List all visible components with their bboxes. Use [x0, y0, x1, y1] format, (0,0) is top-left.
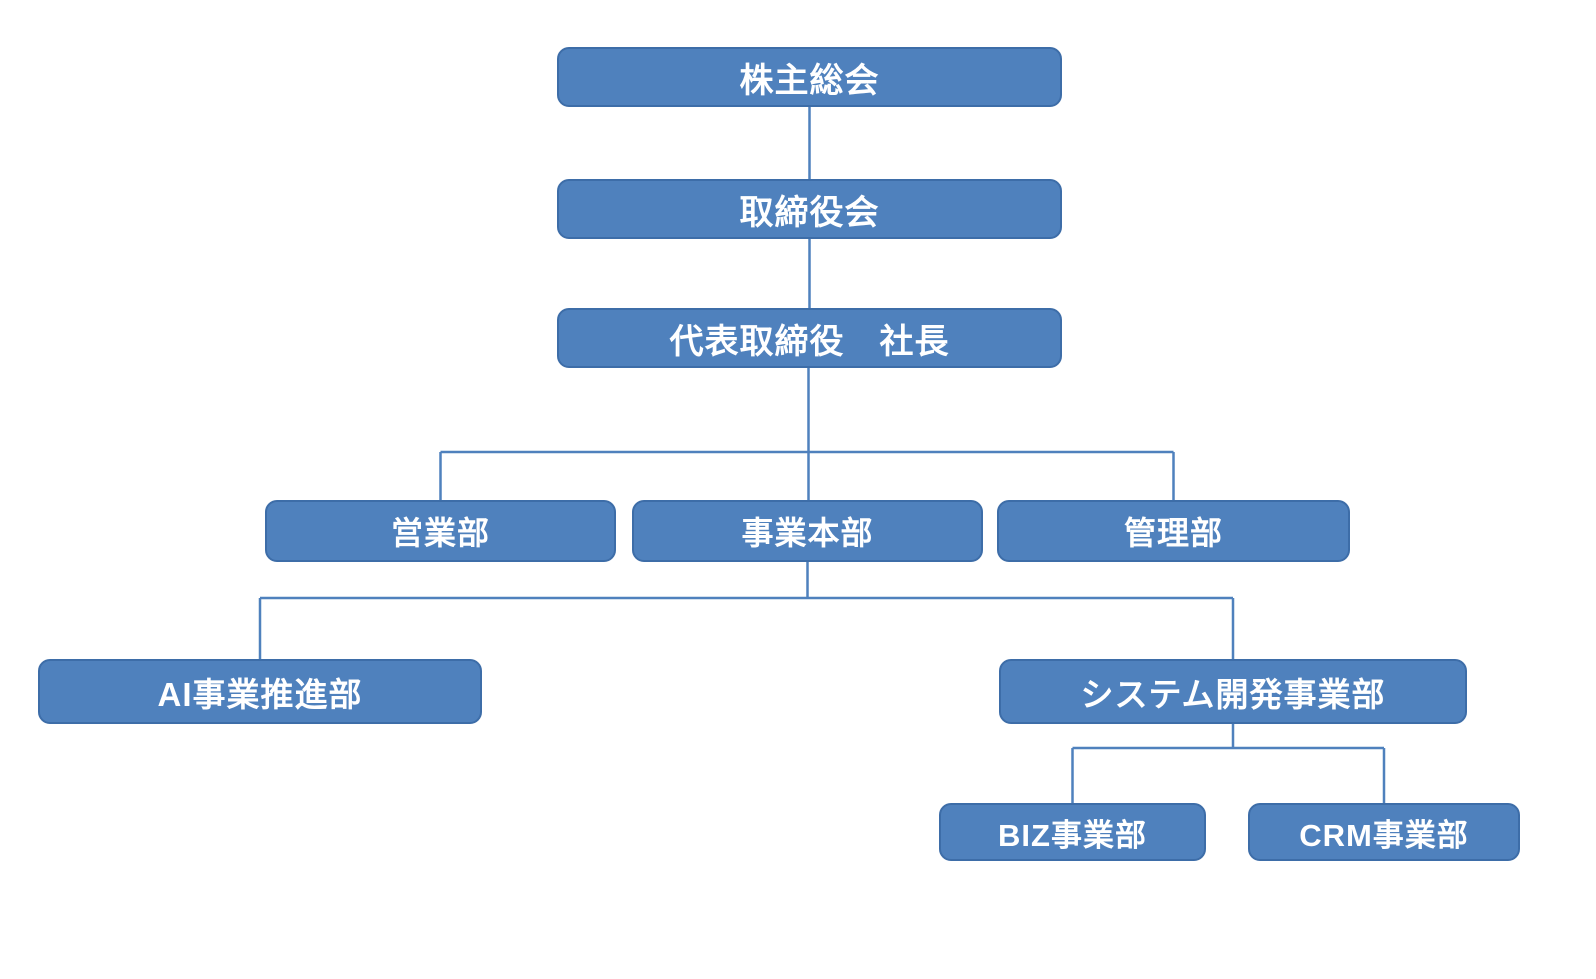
org-node-system-development-business-dept: システム開発事業部 — [999, 659, 1467, 724]
org-node-business-hq: 事業本部 — [632, 500, 983, 562]
org-node-label: 取締役会 — [739, 193, 880, 232]
org-node-label: CRM事業部 — [1299, 817, 1469, 853]
org-node-label: 管理部 — [1123, 515, 1223, 551]
org-node-label: BIZ事業部 — [998, 817, 1147, 853]
org-node-label: 代表取締役 社長 — [669, 322, 950, 361]
org-node-sales-dept: 営業部 — [265, 500, 616, 562]
org-node-label: システム開発事業部 — [1080, 675, 1386, 713]
org-node-board-of-directors: 取締役会 — [557, 179, 1062, 239]
org-node-label: 事業本部 — [741, 515, 874, 551]
org-node-ai-business-promotion-dept: AI事業推進部 — [38, 659, 482, 724]
org-node-admin-dept: 管理部 — [997, 500, 1350, 562]
org-node-biz-business-dept: BIZ事業部 — [939, 803, 1206, 861]
org-node-label: 営業部 — [390, 515, 490, 551]
org-node-label: 株主総会 — [739, 61, 880, 100]
org-node-crm-business-dept: CRM事業部 — [1248, 803, 1520, 861]
org-node-shareholders-meeting: 株主総会 — [557, 47, 1062, 107]
org-node-president: 代表取締役 社長 — [557, 308, 1062, 368]
org-node-label: AI事業推進部 — [157, 675, 363, 713]
